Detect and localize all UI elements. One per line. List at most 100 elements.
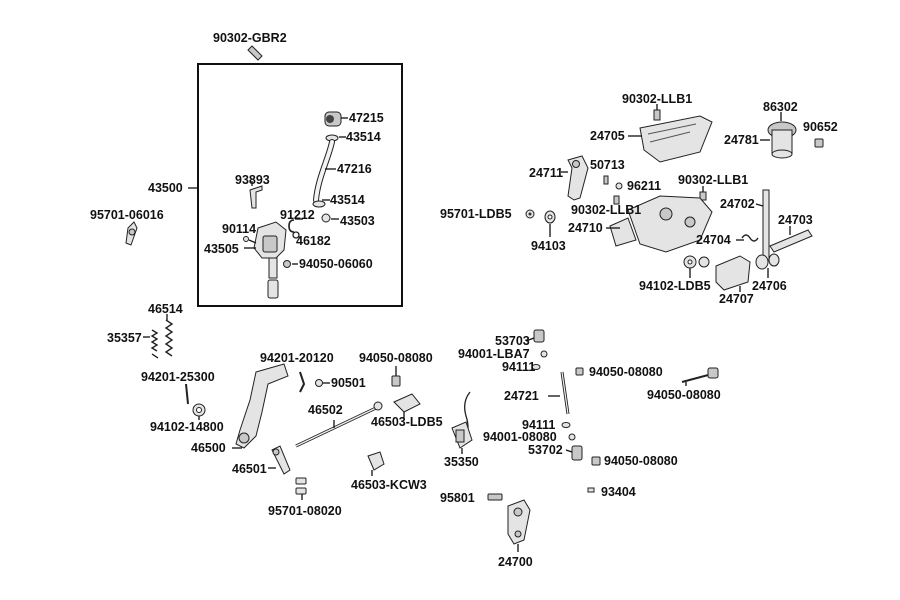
- nut-94001-08080: [568, 433, 576, 441]
- label-53702: 53702: [528, 443, 563, 457]
- label-94201-25300: 94201-25300: [141, 370, 215, 384]
- washer-94102-ldb5: [683, 255, 710, 278]
- label-46500: 46500: [191, 441, 226, 455]
- label-24703: 24703: [778, 213, 813, 227]
- clip-94111-top: [531, 364, 541, 370]
- hose-fitting-47215: [324, 111, 348, 127]
- clip-94111-bottom: [561, 422, 571, 428]
- label-50713: 50713: [590, 158, 625, 172]
- label-95701-08020: 95701-08020: [268, 504, 342, 518]
- bolt-90302-llb1-right: [699, 186, 707, 201]
- label-43514-top: 43514: [346, 130, 381, 144]
- label-93404: 93404: [601, 485, 636, 499]
- label-46514: 46514: [148, 302, 183, 316]
- bolt-90114: [243, 236, 257, 244]
- label-43514-bottom: 43514: [330, 193, 365, 207]
- bolt-94050-08080-far-right: [681, 367, 719, 386]
- clip-43514-bottom: [312, 199, 330, 208]
- label-35357: 35357: [107, 331, 142, 345]
- label-95801: 95801: [440, 491, 475, 505]
- label-86302: 86302: [763, 100, 798, 114]
- lever-24700: [507, 499, 531, 552]
- washer-95701-ldb5: [525, 209, 535, 219]
- pin-95701-06016: [125, 221, 138, 246]
- label-46502: 46502: [308, 403, 343, 417]
- spring-35357: [143, 329, 159, 359]
- bolt-90302-gbr2: [247, 45, 263, 61]
- label-35350: 35350: [444, 455, 479, 469]
- fitting-43503: [321, 213, 339, 223]
- label-93893: 93893: [235, 173, 270, 187]
- shaft-24702: [755, 189, 770, 261]
- bolt-93404: [587, 487, 595, 493]
- label-24721: 24721: [504, 389, 539, 403]
- label-24711: 24711: [529, 166, 563, 180]
- bushing-24706: [755, 253, 780, 278]
- label-43503: 43503: [340, 214, 375, 228]
- washer-94103: [544, 210, 556, 237]
- label-94103: 94103: [531, 239, 566, 253]
- rod-46502: [295, 401, 383, 448]
- label-46182: 46182: [296, 234, 331, 248]
- pins-95701-08020: [295, 477, 307, 500]
- bolt-94050-08080-bottom: [591, 456, 601, 466]
- group-box-43500: [197, 63, 403, 307]
- label-94050-08080-bottom: 94050-08080: [604, 454, 678, 468]
- rod-24721: [548, 371, 570, 415]
- bolt-94050-08080-right-top: [575, 367, 584, 376]
- bolt-95801: [487, 493, 503, 501]
- label-94102-ldb5: 94102-LDB5: [639, 279, 711, 293]
- label-94001-lba7: 94001-LBA7: [458, 347, 530, 361]
- label-24707: 24707: [719, 292, 754, 306]
- label-90302-gbr2: 90302-GBR2: [213, 31, 287, 45]
- bolt-96211: [615, 182, 623, 190]
- label-94050-08080-right: 94050-08080: [647, 388, 721, 402]
- label-24706: 24706: [752, 279, 787, 293]
- oring-46182: [292, 231, 300, 239]
- nut-94001-lba7: [540, 350, 548, 358]
- label-47215: 47215: [349, 111, 384, 125]
- label-94111-bottom: 94111: [522, 418, 555, 432]
- bracket-46503-ldb5: [393, 393, 421, 418]
- spring-24704: [736, 234, 759, 242]
- pin-94201-25300: [185, 383, 189, 405]
- label-94050-06060: 94050-06060: [299, 257, 373, 271]
- label-94102-14800: 94102-14800: [150, 420, 224, 434]
- clip-91212: [288, 218, 303, 233]
- hose-47216: [313, 139, 336, 203]
- label-90302-llb1-right: 90302-LLB1: [678, 173, 748, 187]
- label-53703: 53703: [495, 334, 530, 348]
- switch-35350: [451, 391, 473, 454]
- label-24710: 24710: [568, 221, 603, 235]
- clip-43514-top: [325, 134, 346, 142]
- label-24704: 24704: [696, 233, 731, 247]
- screw-90652: [814, 138, 824, 148]
- label-43505: 43505: [204, 242, 239, 256]
- cover-24705: [628, 115, 713, 163]
- rod-end-46501: [268, 445, 291, 475]
- washer-94102-14800: [192, 403, 206, 420]
- bracket-24707: [715, 255, 751, 292]
- label-94111-top: 94111: [502, 360, 535, 374]
- label-24700: 24700: [498, 555, 533, 569]
- label-94050-08080-top: 94050-08080: [359, 351, 433, 365]
- bracket-46503-kcw3: [367, 451, 385, 476]
- fitting-53703: [525, 329, 545, 343]
- pin-50713: [603, 175, 609, 185]
- label-91212: 91212: [280, 208, 315, 222]
- label-90114: 90114: [222, 222, 256, 236]
- fitting-53702: [565, 445, 583, 461]
- lever-24711: [561, 155, 589, 201]
- master-cylinder-43505: [244, 221, 287, 299]
- bracket-93893: [249, 181, 263, 209]
- label-94201-20120: 94201-20120: [260, 351, 334, 365]
- label-96211: 96211: [627, 179, 661, 193]
- label-24702: 24702: [720, 197, 755, 211]
- label-90652: 90652: [803, 120, 838, 134]
- label-24781: 24781: [724, 133, 759, 147]
- bolt-94050-06060: [283, 260, 298, 268]
- label-24705: 24705: [590, 129, 625, 143]
- label-90501: 90501: [331, 376, 366, 390]
- housing-24710: [606, 195, 713, 253]
